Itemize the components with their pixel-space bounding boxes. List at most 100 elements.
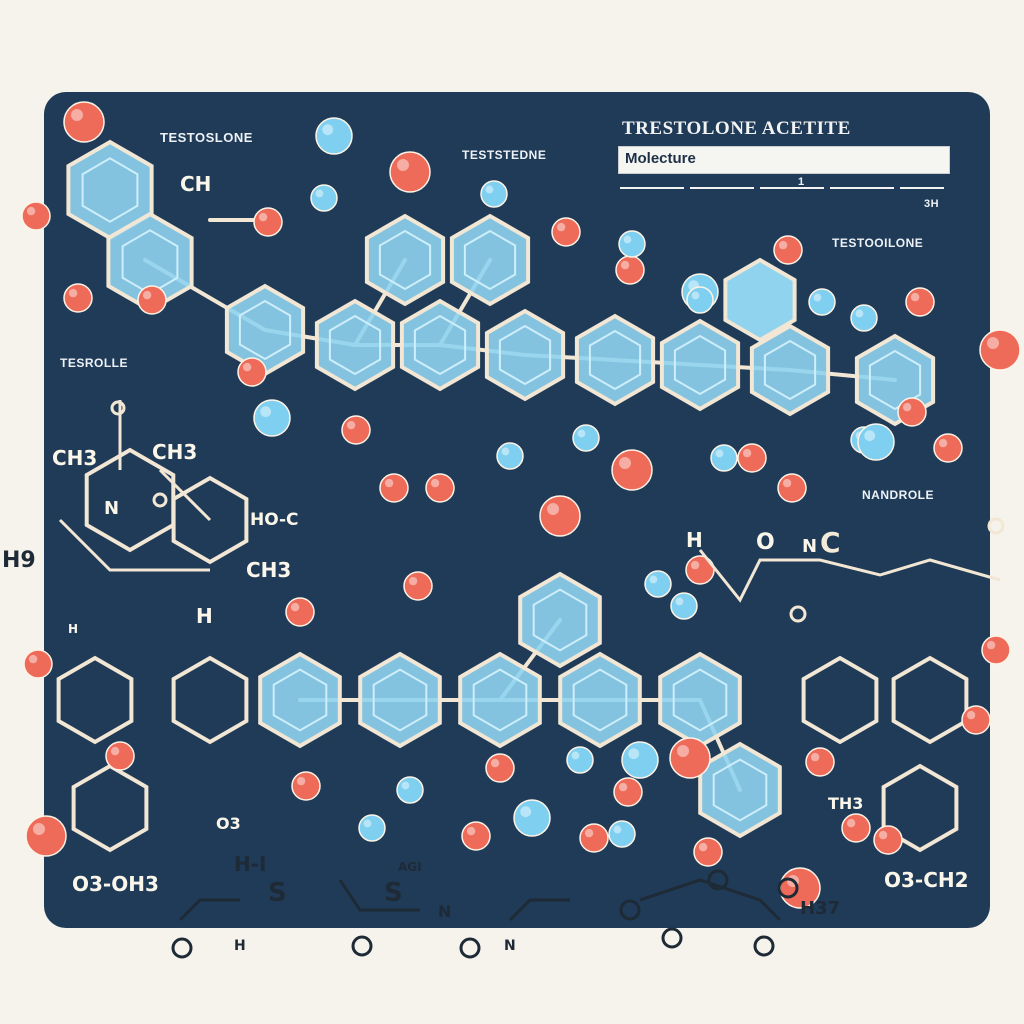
atom-red-26-shine <box>296 776 306 786</box>
outline-lower-left-a <box>56 655 134 745</box>
molecule-search-box[interactable]: Molecture <box>618 146 950 174</box>
ring-lower-0-inner <box>272 668 328 732</box>
atom-red-19-shine <box>242 362 252 372</box>
atom-red-13 <box>777 473 807 503</box>
atom-red-27-shine <box>466 826 476 836</box>
ring-lower-2-inner <box>472 668 528 732</box>
atom-blue-19 <box>670 592 698 620</box>
atom-red-8-shine <box>778 240 788 250</box>
ring-upper-7-inner <box>868 349 922 411</box>
label-tesrolle: TESROLLE <box>60 356 129 370</box>
atom-red-16 <box>341 415 371 445</box>
atom-red-20-shine <box>547 503 559 515</box>
atom-blue-19-shine <box>675 597 684 606</box>
atom-bottom-1 <box>351 935 373 957</box>
atom-blue-20-shine <box>628 748 640 760</box>
ch3-bottom-label: CH3 <box>246 558 292 582</box>
atom-red-2-shine <box>68 288 78 298</box>
ring-upper-9-inner <box>463 229 517 291</box>
atom-blue-8-shine <box>864 430 876 442</box>
atom-bottom-0 <box>171 937 193 959</box>
atom-blue-12-shine <box>260 406 272 418</box>
atom-red-7-shine <box>620 260 630 270</box>
atom-red-26 <box>291 771 321 801</box>
atom-red-23-shine <box>28 654 38 664</box>
o-ch2-label: O3-CH2 <box>884 868 969 892</box>
atom-bottom-2 <box>459 937 481 959</box>
atom-red-8 <box>773 235 803 265</box>
ch3-left-label: CH3 <box>52 446 98 470</box>
ring-upper-0 <box>224 283 306 377</box>
atom-red-12-shine <box>902 402 912 412</box>
ring-lower-2 <box>458 651 542 749</box>
atom-blue-14-shine <box>401 781 410 790</box>
atom-blue-21-shine <box>571 751 580 760</box>
atom-red-10-shine <box>987 337 999 349</box>
atom-red-34 <box>873 825 903 855</box>
atom-red-14-shine <box>742 448 752 458</box>
h37-label: H37 <box>800 898 841 919</box>
atom-red-15 <box>611 449 653 491</box>
skeletal-right <box>698 549 1001 603</box>
atom-red-39 <box>685 555 715 585</box>
outline-lower-left-b <box>171 655 249 745</box>
atom-red-3-shine <box>142 290 152 300</box>
h-upper-right-label: H <box>686 528 703 552</box>
ring-lower-6-inner <box>712 758 768 822</box>
atom-red-6-shine <box>556 222 566 232</box>
atom-red-31-shine <box>986 640 996 650</box>
outline-lower-right-a <box>801 655 879 745</box>
atom-red-17-shine <box>384 478 394 488</box>
atom-red-31 <box>981 635 1011 665</box>
atom-red-12 <box>897 397 927 427</box>
atom-blue-20 <box>621 741 659 779</box>
atom-blue-12 <box>253 399 291 437</box>
h-bottom-label: H <box>234 938 246 954</box>
th3-label: TH3 <box>828 794 864 813</box>
label-testosterone: TESTOSLONE <box>160 130 253 145</box>
atom-red-6 <box>551 217 581 247</box>
atom-blue-21 <box>566 746 594 774</box>
atom-blue-11-shine <box>501 447 510 456</box>
atom-blue-3 <box>618 230 646 258</box>
atom-red-21-shine <box>408 576 418 586</box>
atom-red-22-shine <box>290 602 300 612</box>
atom-blue-2-shine <box>485 185 494 194</box>
diagram-title: TRESTOLONE ACETITE <box>622 118 851 139</box>
atom-red-38 <box>805 747 835 777</box>
atom-red-28-shine <box>584 828 594 838</box>
skeletal-left <box>58 400 212 572</box>
ring-upper-1-inner <box>328 314 382 376</box>
atom-bottom-3 <box>661 927 683 949</box>
ring-upper-2-inner <box>413 314 467 376</box>
atom-red-9-shine <box>910 292 920 302</box>
atom-red-29 <box>693 837 723 867</box>
atom-red-3 <box>137 285 167 315</box>
atom-blue-15-shine <box>363 819 372 828</box>
atom-o-right <box>987 517 1005 535</box>
atom-blue-16-shine <box>520 806 532 818</box>
atom-red-4-shine <box>258 212 268 222</box>
atom-blue-16 <box>513 799 551 837</box>
atom-blue-15 <box>358 814 386 842</box>
atom-blue-17 <box>608 820 636 848</box>
ring-upper-4 <box>574 313 656 407</box>
atom-red-20 <box>539 495 581 537</box>
ring-lower-5 <box>518 571 602 669</box>
ring-upper-5-inner <box>673 334 727 396</box>
scale-bar <box>620 187 944 189</box>
n-bottom-label: N <box>438 902 452 921</box>
label-teststedne: TESTSTEDNE <box>462 148 547 162</box>
atom-red-0-shine <box>71 109 83 121</box>
atom-red-34-shine <box>878 830 888 840</box>
atom-red-25-shine <box>33 823 45 835</box>
n-bottom2-label: N <box>504 938 516 954</box>
ring-upper-4-inner <box>588 329 642 391</box>
scale-mark: 1 <box>798 176 805 188</box>
atom-red-22 <box>285 597 315 627</box>
o3-label: O3 <box>216 814 241 833</box>
atom-red-23 <box>23 649 53 679</box>
ring-lower-0 <box>258 651 342 749</box>
ring-upper-0-inner <box>238 299 292 361</box>
ring-lower-6 <box>698 741 782 839</box>
